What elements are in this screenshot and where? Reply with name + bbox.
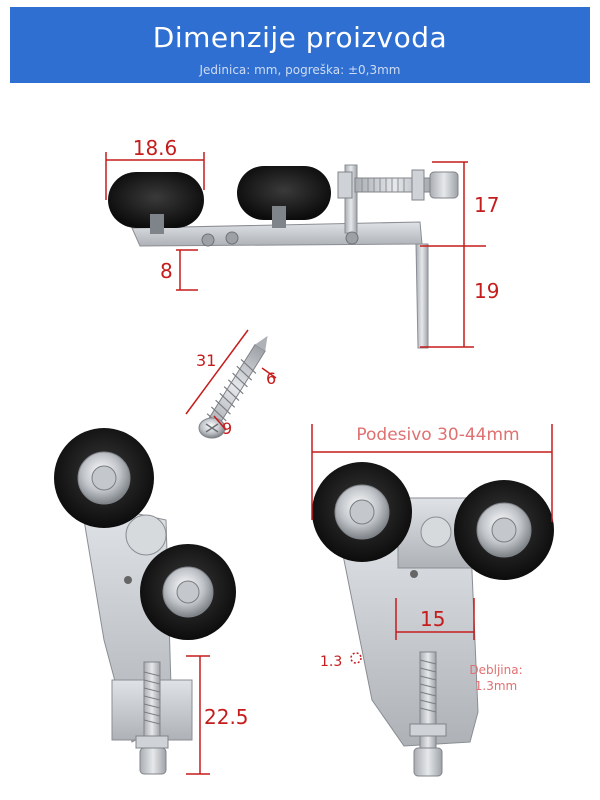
dim-adjustable-range: Podesivo 30-44mm [356, 425, 519, 445]
dim-wheel-width: 18.6 [133, 136, 178, 160]
thickness-label: Debljina: [469, 663, 522, 677]
back-view-roller [312, 462, 554, 777]
side-view-roller: 18.6 17 19 8 [105, 136, 499, 349]
dim-height-top: 17 [474, 193, 499, 217]
page-subtitle: Jedinica: mm, pogreška: ±0,3mm [199, 63, 401, 77]
wheel-left [108, 172, 204, 228]
dim-hole: 1.3 [320, 654, 342, 670]
thickness-value: 1.3mm [475, 679, 517, 693]
screw-head [429, 171, 459, 199]
axle-right [272, 206, 286, 228]
front-view-roller [54, 428, 236, 775]
dim-screw-length: 31 [196, 351, 216, 370]
axle-left [150, 214, 164, 234]
dim-plate-drop: 8 [160, 259, 173, 283]
dim-bolt-length: 22.5 [204, 705, 249, 729]
dim-wheel-gap: 15 [420, 607, 445, 631]
hole-marker [350, 652, 362, 664]
dim-screw-thread: 6 [266, 369, 276, 388]
page-title: Dimenzije proizvoda [152, 21, 448, 54]
wheel-right [237, 166, 331, 220]
header-banner: Dimenzije proizvoda Jedinica: mm, pogreš… [10, 7, 590, 83]
dim-height-bottom: 19 [474, 279, 499, 303]
wood-screw [198, 335, 268, 439]
dim-screw-head: 9 [222, 419, 232, 438]
hanging-tab [415, 243, 429, 349]
